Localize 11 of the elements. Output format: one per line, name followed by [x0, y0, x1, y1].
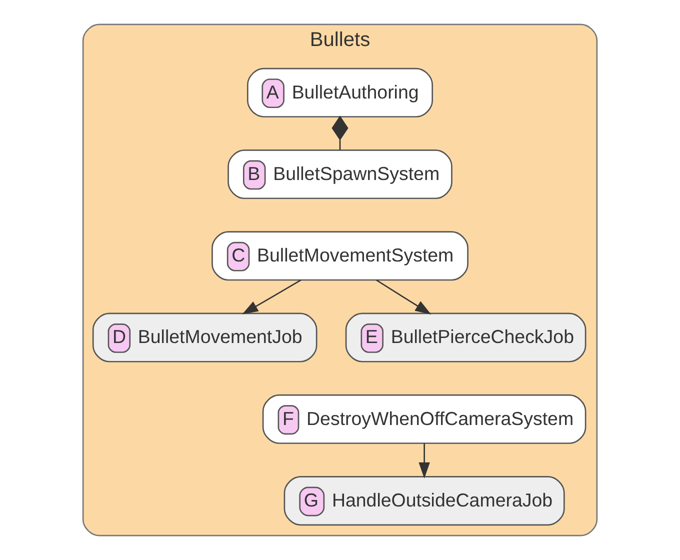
node-box: G HandleOutsideCameraJob	[284, 476, 565, 526]
node-box: F DestroyWhenOffCameraSystem	[262, 394, 586, 444]
node-box: C BulletMovementSystem	[212, 231, 468, 281]
node-box: D BulletMovementJob	[92, 312, 318, 362]
node-box: E BulletPierceCheckJob	[345, 312, 586, 362]
arrow	[242, 280, 302, 314]
node-box: A BulletAuthoring	[247, 68, 433, 118]
connector	[332, 116, 348, 150]
arrow	[376, 280, 432, 314]
node-box: B BulletSpawnSystem	[228, 150, 452, 200]
arrow	[418, 443, 430, 478]
